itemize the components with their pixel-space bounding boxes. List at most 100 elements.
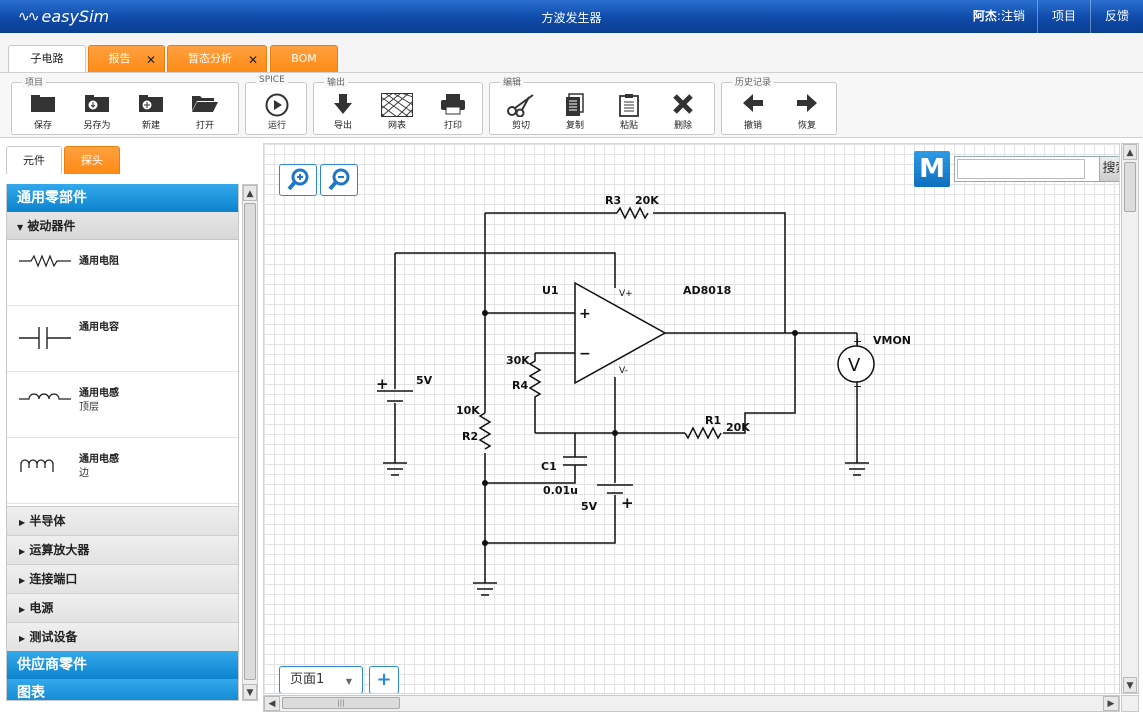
scroll-down-icon[interactable]: ▼ — [243, 684, 257, 700]
add-page-button[interactable]: + — [369, 666, 399, 693]
tab-label: 子电路 — [30, 52, 64, 65]
copy-button[interactable]: 复制 — [548, 93, 602, 133]
group-semiconductors[interactable]: ▶ 半导体 — [7, 506, 238, 535]
arrow-left-icon — [726, 93, 780, 117]
group-op-amps[interactable]: ▶ 运算放大器 — [7, 535, 238, 564]
component-inductor-top[interactable]: 通用电感 顶层 — [7, 372, 238, 438]
copy-icon — [548, 93, 602, 117]
zoom-in-button[interactable] — [279, 164, 317, 196]
new-button[interactable]: 新建 — [124, 93, 178, 133]
battery-bottom — [597, 484, 633, 494]
wire — [485, 495, 616, 544]
wire — [395, 252, 616, 288]
group-title: SPICE — [256, 75, 288, 85]
user-name: 阿杰 — [972, 9, 997, 23]
logout-link[interactable]: :注销 — [996, 9, 1025, 23]
scroll-up-icon[interactable]: ▲ — [1123, 144, 1137, 160]
page-selector[interactable]: 页面1 ▼ — [279, 666, 363, 693]
zoom-out-button[interactable] — [320, 164, 358, 196]
search-box: 搜索 — [954, 156, 1119, 182]
save-button[interactable]: 保存 — [16, 93, 70, 133]
search-button[interactable]: 搜索 — [1099, 157, 1119, 181]
toolbar-group-spice: SPICE 运行 — [245, 75, 307, 135]
canvas-horizontal-scrollbar[interactable]: ◀ ||| ▶ — [263, 695, 1120, 712]
delete-button[interactable]: 删除 — [656, 93, 710, 133]
save-as-label: 另存为 — [83, 121, 111, 131]
print-label: 打印 — [443, 121, 462, 131]
component-name: 通用电感 — [79, 388, 119, 399]
sidebar-scrollbar[interactable]: ▲ ▼ — [242, 184, 258, 701]
group-power[interactable]: ▶ 电源 — [7, 593, 238, 622]
canvas-vertical-scrollbar[interactable]: ▲ ▼ — [1121, 143, 1139, 694]
print-button[interactable]: 打印 — [426, 93, 480, 133]
schematic-canvas[interactable]: R3 20K U1 V+ V- AD8018 + − VMON V + − 30… — [263, 143, 1120, 694]
feedback-link[interactable]: 反馈 — [1089, 0, 1143, 33]
caret-right-icon: ▶ — [19, 605, 26, 614]
scroll-thumb[interactable] — [1124, 162, 1136, 212]
tab-probes[interactable]: 探头 — [64, 146, 120, 174]
app-header: ∿∿ easySim 方波发生器 阿杰:注销 项目 反馈 — [0, 0, 1143, 33]
category-header-charts[interactable]: 图表 — [7, 679, 238, 700]
close-icon[interactable]: ✕ — [247, 53, 258, 67]
scroll-thumb[interactable]: ||| — [282, 697, 400, 709]
category-header[interactable]: 通用零部件 — [7, 184, 238, 212]
caret-right-icon: ▶ — [19, 576, 26, 585]
paste-button[interactable]: 粘贴 — [602, 93, 656, 133]
tab-report[interactable]: 报告 ✕ — [88, 45, 165, 73]
close-icon[interactable]: ✕ — [145, 53, 156, 67]
redo-button[interactable]: 恢复 — [780, 93, 834, 133]
capacitor-c1 — [563, 456, 587, 466]
wire — [723, 333, 796, 434]
cut-label: 剪切 — [511, 121, 530, 131]
scroll-down-icon[interactable]: ▼ — [1123, 677, 1137, 693]
label-c1-value: 0.01u — [543, 484, 578, 497]
scroll-right-icon[interactable]: ▶ — [1103, 696, 1119, 711]
clipboard-icon — [602, 93, 656, 117]
undo-button[interactable]: 撤销 — [726, 93, 780, 133]
caret-right-icon: ▶ — [19, 518, 26, 527]
label-noninverting: + — [579, 306, 591, 322]
tab-bom[interactable]: BOM — [270, 45, 338, 73]
cut-button[interactable]: 剪切 — [494, 93, 548, 133]
label-r1-value: 20K — [726, 421, 750, 434]
export-button[interactable]: 导出 — [316, 93, 370, 133]
component-inductor-side[interactable]: 通用电感 边 — [7, 438, 238, 504]
projects-link[interactable]: 项目 — [1036, 0, 1090, 33]
label-voltmeter: V — [848, 355, 861, 376]
netlist-button[interactable]: 网表 — [370, 92, 424, 133]
scroll-thumb[interactable] — [244, 203, 256, 680]
search-input[interactable] — [957, 159, 1085, 179]
subcategory-header[interactable]: ▼ 被动器件 — [7, 212, 238, 240]
run-button[interactable]: 运行 — [250, 93, 304, 133]
caret-right-icon: ▶ — [19, 547, 26, 556]
caret-right-icon: ▶ — [19, 634, 26, 643]
scrollbar-corner — [1121, 695, 1139, 712]
group-title: 项目 — [22, 75, 47, 88]
label-u1: U1 — [542, 284, 559, 297]
chevron-down-icon: ▼ — [345, 677, 352, 686]
save-label: 保存 — [33, 121, 52, 131]
netlist-icon — [370, 92, 424, 118]
label-r3: R3 — [605, 194, 621, 207]
category-header-vendor[interactable]: 供应商零件 — [7, 651, 238, 679]
save-as-button[interactable]: 另存为 — [70, 93, 124, 133]
tab-components[interactable]: 元件 — [6, 146, 62, 174]
tab-subcircuit[interactable]: 子电路 — [8, 45, 86, 74]
label-meter-plus: + — [853, 335, 862, 348]
mouser-logo: M — [914, 151, 950, 187]
group-test-equipment[interactable]: ▶ 测试设备 — [7, 622, 238, 651]
ground-left — [383, 462, 407, 476]
group-connectors[interactable]: ▶ 连接端口 — [7, 564, 238, 593]
zoom-out-icon — [328, 168, 350, 191]
group-title: 编辑 — [500, 75, 525, 88]
scroll-left-icon[interactable]: ◀ — [264, 696, 280, 711]
open-button[interactable]: 打开 — [178, 93, 232, 133]
component-resistor[interactable]: 通用电阻 — [7, 240, 238, 306]
scroll-up-icon[interactable]: ▲ — [243, 185, 257, 201]
battery-left — [377, 390, 413, 402]
tab-transient-analysis[interactable]: 暂态分析 ✕ — [167, 45, 267, 73]
component-capacitor[interactable]: 通用电容 — [7, 306, 238, 372]
resistor-r1 — [684, 426, 722, 440]
circuit-diagram: R3 20K U1 V+ V- AD8018 + − VMON V + − 30… — [376, 194, 911, 596]
label-r2: R2 — [462, 430, 478, 443]
